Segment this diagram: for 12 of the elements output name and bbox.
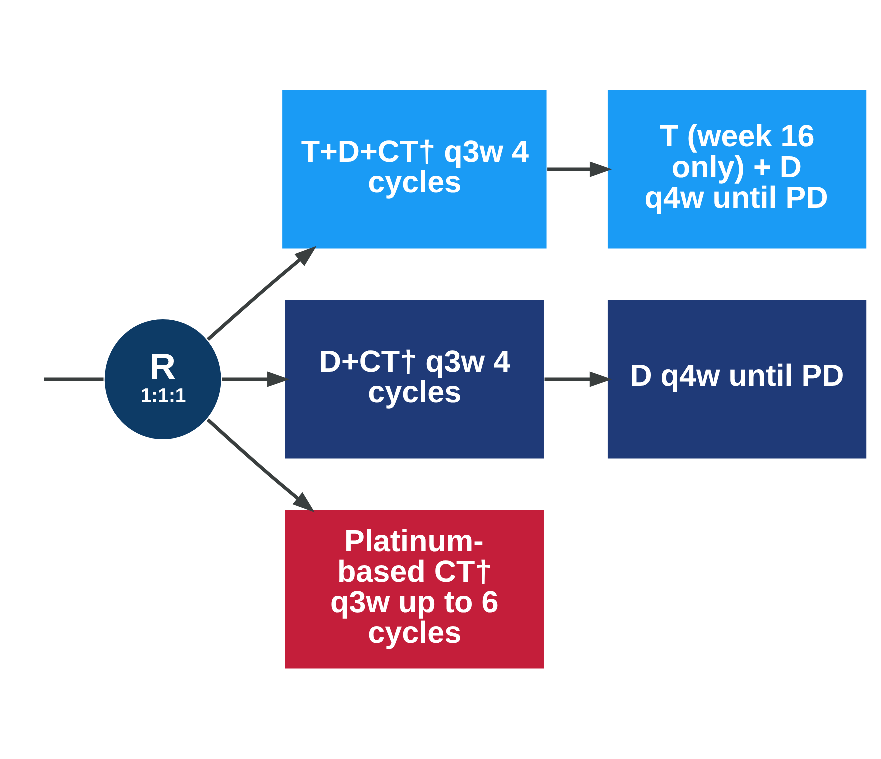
arrow — [544, 372, 612, 388]
node-box: T (week 16 only) + D q4w until PD — [606, 88, 868, 250]
node-box: T+D+CT† q3w 4 cycles — [281, 88, 548, 250]
arrow — [548, 162, 612, 178]
node-circle: R 1:1:1 — [104, 318, 223, 441]
arrow — [206, 246, 317, 342]
arrow — [222, 372, 290, 388]
arrow — [206, 418, 315, 513]
node-box: D q4w until PD — [606, 298, 868, 460]
node-box: D+CT† q3w 4 cycles — [284, 298, 546, 460]
connector — [44, 378, 104, 382]
node-box: Platinum-based CT† q3w up to 6 cycles — [284, 508, 546, 670]
